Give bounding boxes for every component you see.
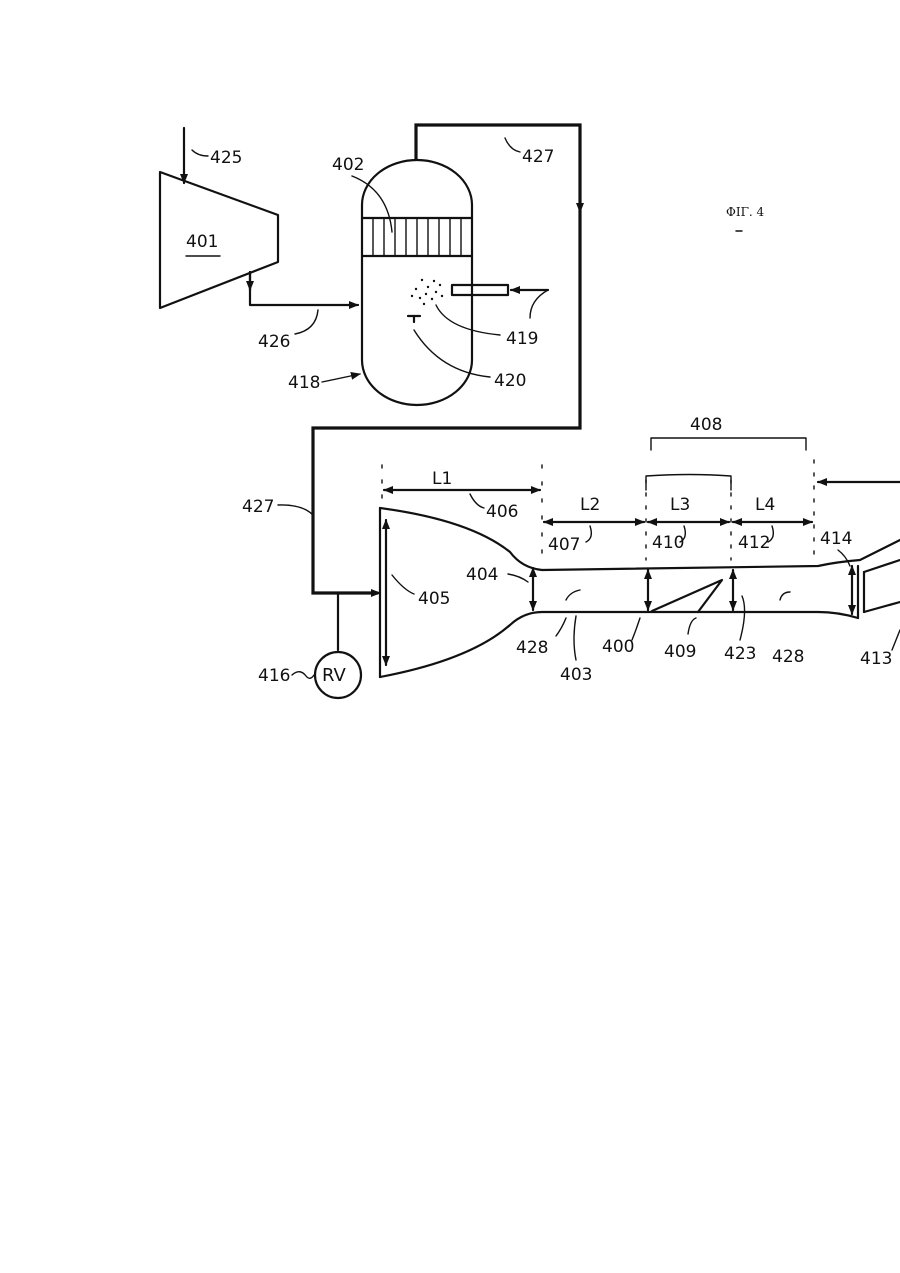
label-418: 418 xyxy=(288,373,320,393)
label-428-left: 428 xyxy=(516,638,548,658)
label-405: 405 xyxy=(418,589,450,609)
figure-label: ΦΙΓ. 4 xyxy=(726,205,765,219)
label-414: 414 xyxy=(820,529,852,549)
inlet-425: 425 xyxy=(184,128,242,183)
label-404: 404 xyxy=(466,565,498,585)
label-L3: L3 xyxy=(670,495,690,515)
label-400: 400 xyxy=(602,637,634,657)
label-408: 408 xyxy=(690,415,722,435)
label-426: 426 xyxy=(258,332,290,352)
label-412: 412 xyxy=(738,533,770,553)
label-402: 402 xyxy=(332,155,364,175)
label-401: 401 xyxy=(186,232,218,252)
label-L1: L1 xyxy=(432,469,452,489)
label-410: 410 xyxy=(652,533,684,553)
label-rv: RV xyxy=(322,665,347,686)
vessel-418: 402 419 420 418 xyxy=(288,155,548,405)
packing-402 xyxy=(362,218,472,256)
line-426: 426 xyxy=(250,272,358,352)
label-L4: L4 xyxy=(755,495,775,515)
vacuum-pump-416: RV 416 xyxy=(258,593,361,698)
label-420: 420 xyxy=(494,371,526,391)
label-406: 406 xyxy=(486,502,518,522)
label-425: 425 xyxy=(210,148,242,168)
label-427-top: 427 xyxy=(522,147,554,167)
label-428-right: 428 xyxy=(772,647,804,667)
label-416: 416 xyxy=(258,666,290,686)
dimensions: L1 406 L2 407 L3 410 L4 412 408 xyxy=(382,415,814,560)
spray-nozzle-419: 419 xyxy=(411,279,548,349)
label-L2: L2 xyxy=(580,495,600,515)
ejector-body: 405 404 400 409 423 428 428 403 414 413 xyxy=(380,482,900,685)
label-407: 407 xyxy=(548,535,580,555)
label-419: 419 xyxy=(506,329,538,349)
compressor-401: 401 xyxy=(160,172,278,308)
label-413: 413 xyxy=(860,649,892,669)
label-403: 403 xyxy=(560,665,592,685)
label-423: 423 xyxy=(724,644,756,664)
label-409: 409 xyxy=(664,642,696,662)
label-427-left: 427 xyxy=(242,497,274,517)
line-427: 427 427 xyxy=(242,125,580,593)
